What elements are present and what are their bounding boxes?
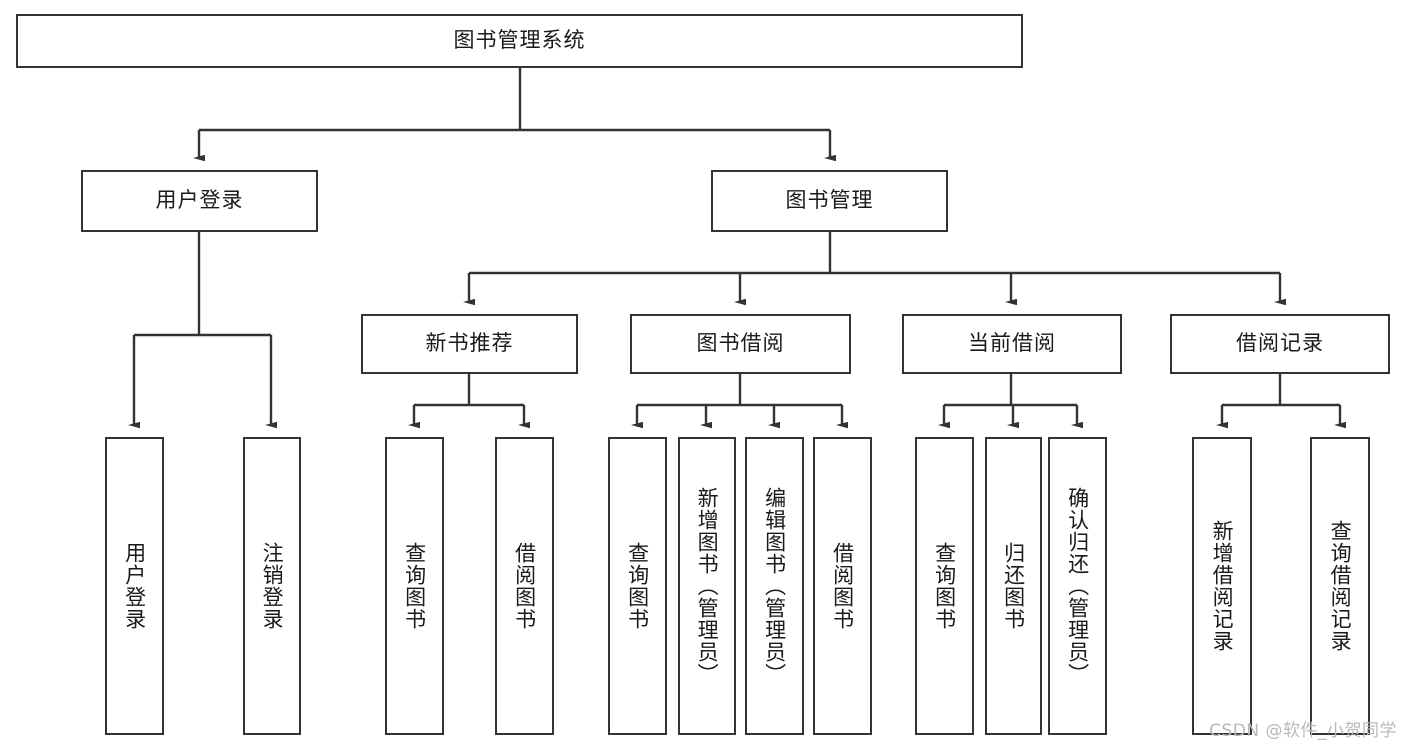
node-leaf-add-borrow-record[interactable]: 新增借阅记录 [1192,437,1252,735]
node-label: 新增图书（管理员） [695,487,720,685]
node-label: 用户登录 [155,188,244,213]
node-label: 图书管理系统 [453,28,586,53]
node-current-borrow[interactable]: 当前借阅 [902,314,1122,374]
node-leaf-query-book-current[interactable]: 查询图书 [915,437,974,735]
node-book-borrow[interactable]: 图书借阅 [630,314,851,374]
node-leaf-query-book-recommend[interactable]: 查询图书 [385,437,444,735]
node-label: 用户登录 [122,542,147,630]
node-leaf-edit-book-admin[interactable]: 编辑图书（管理员） [745,437,804,735]
node-new-book-recommend[interactable]: 新书推荐 [361,314,578,374]
node-label: 查询借阅记录 [1328,520,1353,652]
node-leaf-logout-login[interactable]: 注销登录 [243,437,301,735]
node-label: 归还图书 [1001,542,1026,630]
node-book-manage[interactable]: 图书管理 [711,170,948,232]
node-leaf-query-borrow-record[interactable]: 查询借阅记录 [1310,437,1370,735]
node-label: 借阅记录 [1236,331,1324,356]
node-label: 新增借阅记录 [1210,520,1235,652]
node-label: 图书管理 [785,188,874,213]
watermark-label: CSDN @软件_小贺同学 [1209,721,1397,741]
node-leaf-user-login[interactable]: 用户登录 [105,437,164,735]
node-leaf-return-book[interactable]: 归还图书 [985,437,1042,735]
node-root-system[interactable]: 图书管理系统 [16,14,1023,68]
node-label: 查询图书 [932,542,957,630]
node-leaf-borrow-book-recommend[interactable]: 借阅图书 [495,437,554,735]
node-label: 注销登录 [260,542,285,630]
node-leaf-confirm-return-admin[interactable]: 确认归还（管理员） [1048,437,1107,735]
node-user-login[interactable]: 用户登录 [81,170,318,232]
node-label: 借阅图书 [512,542,537,630]
node-label: 借阅图书 [830,542,855,630]
node-leaf-borrow-book[interactable]: 借阅图书 [813,437,872,735]
node-borrow-record[interactable]: 借阅记录 [1170,314,1390,374]
node-label: 编辑图书（管理员） [762,487,787,685]
node-label: 查询图书 [402,542,427,630]
node-label: 新书推荐 [425,331,514,356]
node-label: 查询图书 [625,542,650,630]
node-label: 图书借阅 [696,331,785,356]
node-label: 当前借阅 [968,331,1056,356]
node-leaf-add-book-admin[interactable]: 新增图书（管理员） [678,437,736,735]
node-leaf-query-book-borrow[interactable]: 查询图书 [608,437,667,735]
node-label: 确认归还（管理员） [1065,487,1090,685]
